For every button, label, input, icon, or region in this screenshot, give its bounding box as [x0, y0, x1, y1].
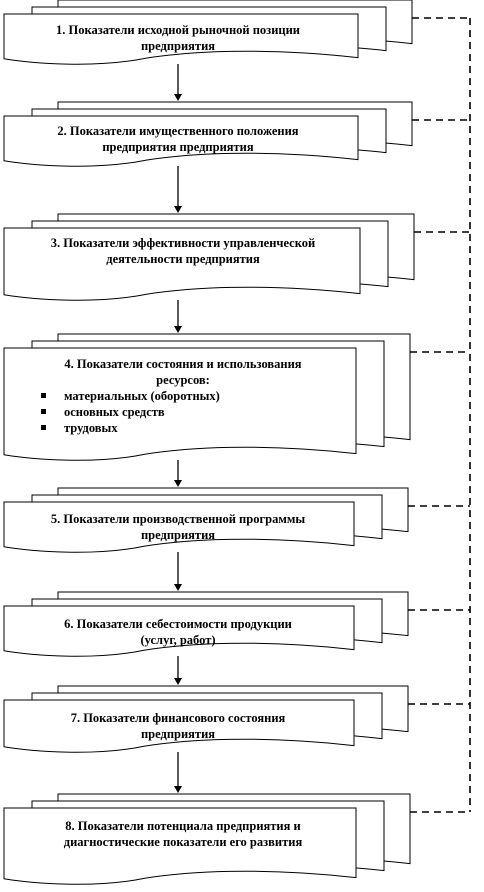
block-2-front-sheet	[3, 115, 359, 167]
block-6-front-sheet	[3, 605, 355, 657]
arrow-5-6-head	[174, 584, 182, 591]
bullet-item: материальных (оборотных)	[38, 388, 358, 404]
block-7-text: 7. Показатели финансового состояния пред…	[70, 711, 286, 741]
block-8-text: 8. Показатели потенциала предприятия и д…	[63, 819, 303, 849]
block-6-text: 6. Показатели себестоимости продукции (у…	[64, 617, 292, 647]
arrow-7-8-head	[174, 786, 182, 793]
arrow-3-4-head	[174, 326, 182, 333]
resource-bullet-list: материальных (оборотных) основных средст…	[38, 388, 358, 436]
bullet-item: трудовых	[38, 420, 358, 436]
block-5-front-sheet	[3, 501, 355, 553]
block-4-front-sheet	[3, 347, 357, 461]
bullet-item: основных средств	[38, 404, 358, 420]
block-5-text: 5. Показатели производственной программы…	[50, 512, 306, 542]
arrow-2-3-head	[174, 206, 182, 213]
block-8-front-sheet	[3, 807, 357, 885]
bullet-marker	[41, 393, 46, 398]
arrow-4-5-head	[174, 480, 182, 487]
block-3-front-sheet	[3, 227, 361, 301]
arrow-1-2-head	[174, 94, 182, 101]
arrow-6-7-head	[174, 678, 182, 685]
bullet-marker	[41, 409, 46, 414]
block-1-text: 1. Показатели исходной рыночной позиции …	[55, 23, 301, 53]
bullet-marker	[41, 425, 46, 430]
block-2-text: 2. Показатели имущественного положения п…	[57, 124, 299, 154]
block-4-text: 4. Показатели состояния и использования …	[8, 356, 358, 436]
block-3-text: 3. Показатели эффективности управленческ…	[50, 236, 316, 266]
block-7-front-sheet	[3, 699, 355, 753]
block-1-front-sheet	[3, 13, 359, 65]
